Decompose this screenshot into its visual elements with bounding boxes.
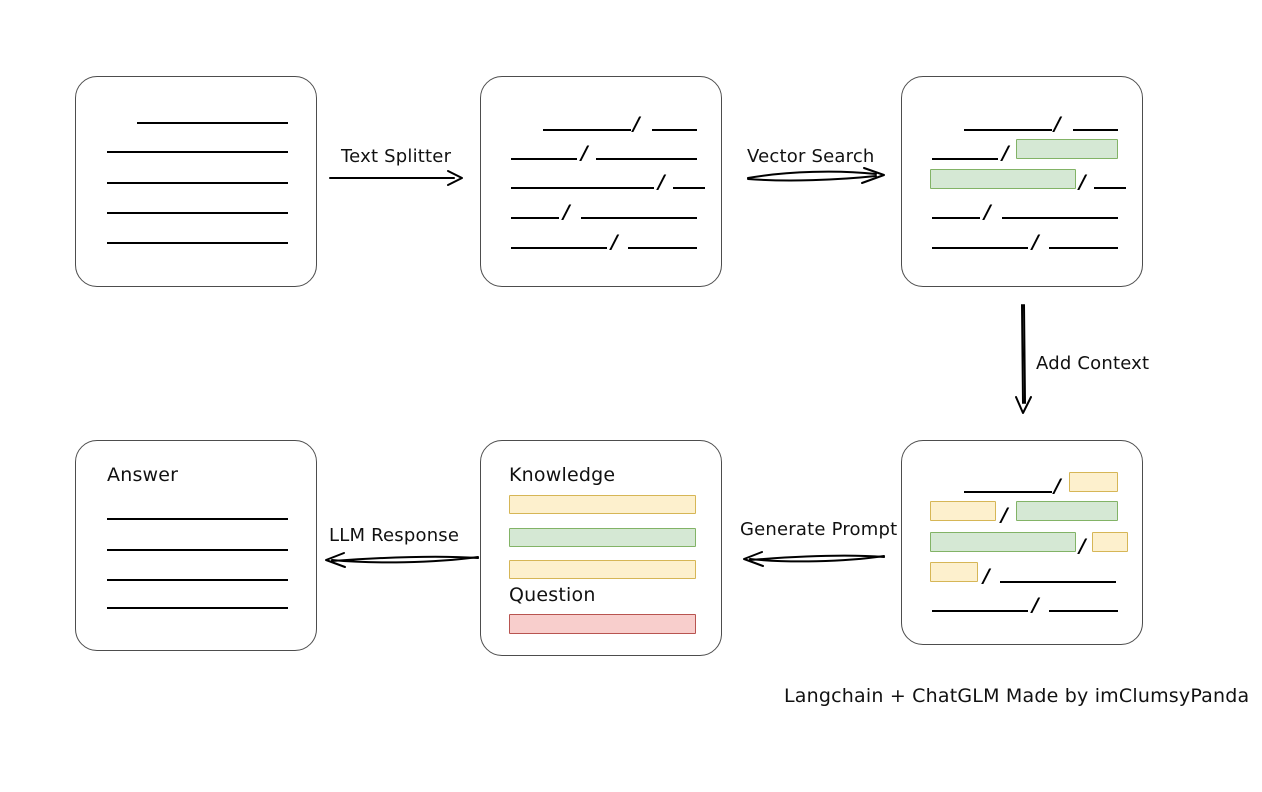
highlight-chip-green: [930, 532, 1076, 552]
edge-label-add-context: Add Context: [1036, 353, 1150, 374]
doc-line-segment: [1000, 581, 1116, 583]
slash-separator: /: [581, 142, 588, 164]
highlight-chip-yellow: [1069, 472, 1118, 492]
doc-line-segment: [673, 187, 705, 189]
highlight-chip-green: [930, 169, 1076, 189]
doc-line: [107, 182, 288, 184]
doc-line: [107, 518, 288, 520]
doc-line-segment: [652, 129, 697, 131]
knowledge-label: Knowledge: [509, 464, 616, 486]
doc-line-segment: [964, 491, 1052, 493]
highlight-chip-yellow: [930, 501, 996, 521]
diagram-caption: Langchain + ChatGLM Made by imClumsyPand…: [784, 685, 1250, 707]
slash-separator: /: [1054, 475, 1061, 497]
edge-label-vector-search: Vector Search: [747, 146, 875, 167]
slash-separator: /: [1054, 113, 1061, 135]
knowledge-chip-1: [509, 495, 696, 514]
node-source-document[interactable]: [75, 76, 317, 287]
doc-line-segment: [511, 247, 607, 249]
slash-separator: /: [1001, 504, 1008, 526]
answer-label: Answer: [107, 464, 179, 486]
highlight-chip-yellow: [930, 562, 978, 582]
edge-label-text-splitter: Text Splitter: [341, 146, 452, 167]
slash-separator: /: [1079, 171, 1086, 193]
doc-line-segment: [581, 217, 697, 219]
question-chip-1: [509, 614, 696, 634]
doc-line-segment: [1073, 129, 1118, 131]
edge-label-llm-response: LLM Response: [329, 525, 460, 546]
doc-line-segment: [1049, 247, 1118, 249]
slash-separator: /: [1032, 231, 1039, 253]
arrow-vector-search: [747, 167, 885, 184]
doc-line: [107, 579, 288, 581]
doc-line-segment: [932, 217, 980, 219]
highlight-chip-green: [1016, 501, 1118, 521]
doc-line: [107, 607, 288, 609]
doc-line-segment: [511, 187, 654, 189]
doc-line: [107, 212, 288, 214]
slash-separator: /: [563, 201, 570, 223]
doc-line-segment: [511, 217, 559, 219]
question-label: Question: [509, 584, 596, 606]
node-matched-chunks[interactable]: / / / / /: [901, 76, 1143, 287]
arrow-llm-response: [325, 552, 479, 568]
slash-separator: /: [984, 201, 991, 223]
slash-separator: /: [1079, 535, 1086, 557]
node-split-chunks[interactable]: / / / / /: [480, 76, 722, 287]
arrow-text-splitter: [329, 170, 463, 186]
highlight-chip-green: [1016, 139, 1118, 159]
doc-line-segment: [932, 247, 1028, 249]
knowledge-chip-2: [509, 528, 696, 547]
arrow-generate-prompt: [743, 551, 885, 567]
slash-separator: /: [658, 171, 665, 193]
node-context-chunks[interactable]: / / / / /: [901, 440, 1143, 645]
knowledge-chip-3: [509, 560, 696, 579]
doc-line-segment: [1049, 610, 1118, 612]
doc-line-segment: [543, 129, 631, 131]
doc-line-segment: [932, 610, 1028, 612]
doc-line-segment: [964, 129, 1052, 131]
doc-line: [137, 122, 288, 124]
doc-line-segment: [628, 247, 697, 249]
doc-line: [107, 242, 288, 244]
slash-separator: /: [1032, 594, 1039, 616]
doc-line-segment: [596, 158, 697, 160]
doc-line-segment: [511, 158, 577, 160]
node-prompt[interactable]: Knowledge Question: [480, 440, 722, 656]
edge-label-generate-prompt: Generate Prompt: [740, 519, 898, 540]
slash-separator: /: [611, 231, 618, 253]
node-answer[interactable]: Answer: [75, 440, 317, 651]
doc-line: [107, 549, 288, 551]
doc-line: [107, 151, 288, 153]
slash-separator: /: [633, 113, 640, 135]
arrow-add-context: [1015, 304, 1032, 414]
doc-line-segment: [1094, 187, 1126, 189]
slash-separator: /: [983, 565, 990, 587]
doc-line-segment: [932, 158, 998, 160]
slash-separator: /: [1002, 142, 1009, 164]
highlight-chip-yellow: [1092, 532, 1128, 552]
doc-line-segment: [1002, 217, 1118, 219]
